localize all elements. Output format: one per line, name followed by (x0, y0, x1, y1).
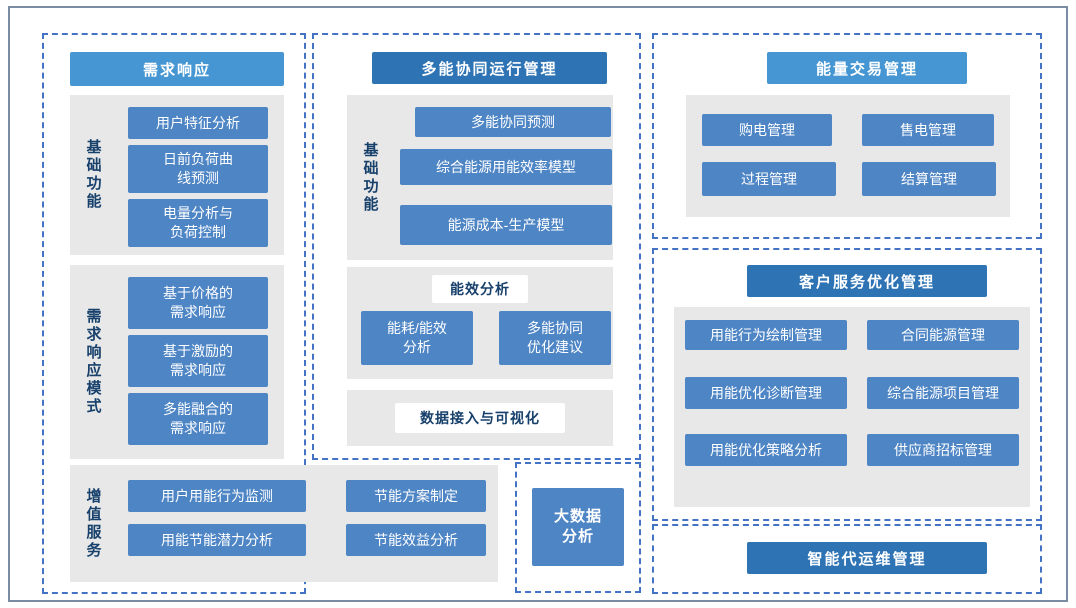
panel-energy-trading: 能量交易管理 购电管理 售电管理 过程管理 结算管理 (652, 33, 1042, 239)
panel-multi-energy-operation: 多能协同运行管理 基础功能 多能协同预测 综合能源用能效率模型 能源成本-生产模… (312, 33, 641, 460)
section-label-value-added-services: 增值服务 (84, 487, 102, 560)
node-day-ahead-load-forecast: 日前负荷曲 线预测 (128, 145, 268, 193)
panel-title-smart-om: 智能代运维管理 (747, 542, 987, 574)
node-power-analysis-load-control: 电量分析与 负荷控制 (128, 199, 268, 247)
node-energy-behavior-mapping-mgmt: 用能行为绘制管理 (685, 320, 847, 350)
node-price-based-dr: 基于价格的 需求响应 (128, 277, 268, 329)
section-energy-efficiency-analysis: 能效分析 能耗/能效 分析 多能协同 优化建议 (347, 267, 613, 379)
section-label-dr-basic-functions: 基础功能 (84, 139, 102, 211)
node-power-sales-mgmt: 售电管理 (862, 114, 994, 146)
section-value-added-services: 增值服务 用户用能行为监测 用能节能潜力分析 节能方案制定 节能效益分析 (70, 465, 498, 582)
node-multi-energy-fusion-dr: 多能融合的 需求响应 (128, 393, 268, 445)
panel-title-multi-energy-operation: 多能协同运行管理 (372, 52, 607, 84)
node-integrated-energy-project-mgmt: 综合能源项目管理 (867, 377, 1019, 409)
label-energy-efficiency-analysis: 能效分析 (432, 275, 528, 303)
section-dr-basic-functions: 基础功能 用户特征分析 日前负荷曲 线预测 电量分析与 负荷控制 (70, 95, 284, 255)
section-dr-modes: 需求响应模式 基于价格的 需求响应 基于激励的 需求响应 多能融合的 需求响应 (70, 265, 284, 459)
node-incentive-based-dr: 基于激励的 需求响应 (128, 335, 268, 387)
node-supplier-bidding-mgmt: 供应商招标管理 (867, 434, 1019, 466)
panel-title-demand-response: 需求响应 (70, 52, 284, 86)
panel-smart-om: 智能代运维管理 (652, 524, 1042, 594)
section-label-dr-modes: 需求响应模式 (84, 308, 102, 416)
panel-title-customer-service-optimization: 客户服务优化管理 (747, 265, 987, 297)
node-energy-saving-benefit-analysis: 节能效益分析 (346, 524, 486, 556)
node-energy-optimization-diagnosis-mgmt: 用能优化诊断管理 (685, 377, 847, 409)
panel-big-data-analysis: 大数据 分析 (515, 462, 641, 593)
node-settlement-mgmt: 结算管理 (862, 162, 996, 196)
node-energy-cost-production-model: 能源成本-生产模型 (400, 205, 612, 245)
node-big-data-analysis: 大数据 分析 (532, 488, 624, 566)
node-data-access-visualization: 数据接入与可视化 (395, 403, 565, 433)
node-power-purchase-mgmt: 购电管理 (702, 114, 832, 146)
section-label-me-basic-functions: 基础功能 (361, 141, 379, 214)
node-energy-efficiency-model: 综合能源用能效率模型 (400, 149, 612, 185)
node-energy-consumption-efficiency-analysis: 能耗/能效 分析 (361, 311, 473, 365)
section-customer-service-items: 用能行为绘制管理 合同能源管理 用能优化诊断管理 综合能源项目管理 用能优化策略… (674, 307, 1030, 507)
node-energy-saving-plan: 节能方案制定 (346, 480, 486, 512)
section-energy-trading-items: 购电管理 售电管理 过程管理 结算管理 (686, 95, 1010, 217)
node-user-feature-analysis: 用户特征分析 (128, 107, 268, 139)
panel-demand-response: 需求响应 基础功能 用户特征分析 日前负荷曲 线预测 电量分析与 负荷控制 需求… (42, 33, 498, 594)
node-multi-energy-forecast: 多能协同预测 (415, 107, 611, 137)
node-contract-energy-mgmt: 合同能源管理 (867, 320, 1019, 350)
node-energy-saving-potential-analysis: 用能节能潜力分析 (128, 524, 306, 556)
node-energy-optimization-strategy-analysis: 用能优化策略分析 (685, 434, 847, 466)
node-user-energy-behavior-monitoring: 用户用能行为监测 (128, 480, 306, 512)
node-multi-energy-optimization-suggestion: 多能协同 优化建议 (499, 311, 611, 365)
node-process-mgmt: 过程管理 (702, 162, 836, 196)
section-data-access-visualization: 数据接入与可视化 (347, 390, 613, 446)
panel-customer-service-optimization: 客户服务优化管理 用能行为绘制管理 合同能源管理 用能优化诊断管理 综合能源项目… (652, 248, 1042, 521)
section-me-basic-functions: 基础功能 多能协同预测 综合能源用能效率模型 能源成本-生产模型 (347, 95, 613, 260)
panel-title-energy-trading: 能量交易管理 (767, 52, 967, 84)
